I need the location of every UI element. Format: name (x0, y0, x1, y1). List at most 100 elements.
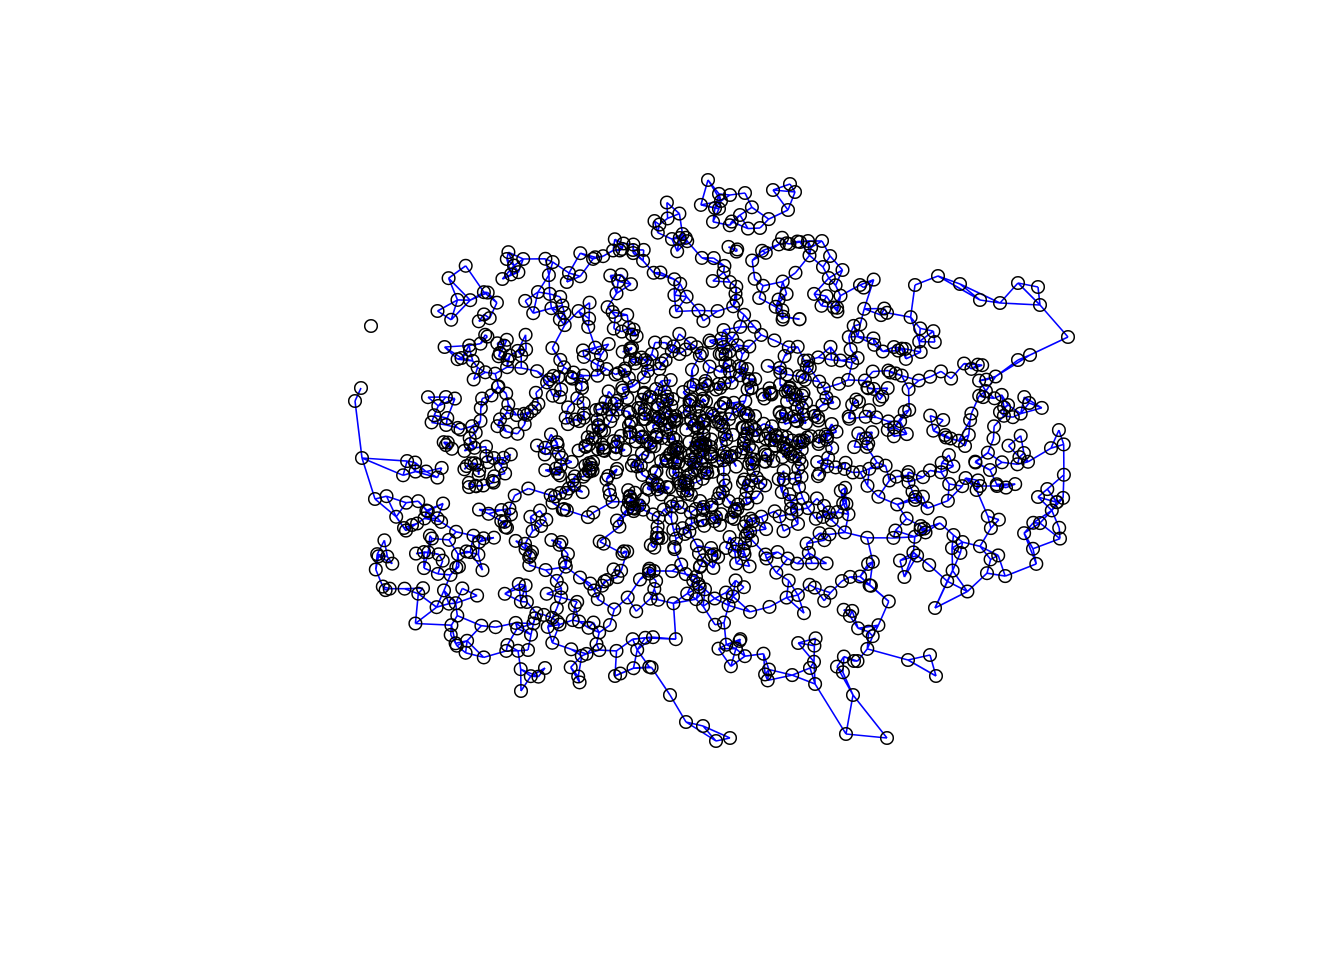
network-edge (579, 576, 595, 592)
network-node (979, 372, 994, 387)
network-node (552, 468, 567, 483)
network-node (721, 598, 736, 613)
network-edge (1012, 412, 1022, 418)
network-node (665, 391, 680, 407)
network-node (478, 365, 493, 380)
network-edge (731, 220, 749, 230)
network-edge (901, 374, 920, 382)
network-node (523, 669, 538, 684)
network-node (819, 556, 834, 571)
network-node (684, 362, 700, 377)
network-node (842, 411, 857, 426)
network-node (578, 439, 593, 454)
network-edge (465, 265, 485, 293)
network-edge (714, 621, 725, 626)
network-node (605, 494, 620, 509)
network-node (830, 304, 845, 319)
network-node (594, 437, 610, 452)
network-node (879, 305, 895, 320)
network-node (821, 505, 836, 520)
network-node (499, 386, 514, 401)
network-node (676, 483, 691, 498)
network-node (897, 569, 912, 585)
network-node (808, 631, 823, 646)
network-edge (520, 668, 539, 678)
network-node (998, 480, 1014, 495)
network-edge (572, 619, 580, 623)
network-edge (821, 240, 831, 257)
network-node (541, 268, 556, 283)
network-node (472, 463, 487, 478)
network-node (573, 269, 588, 284)
network-node (745, 253, 760, 268)
network-node (447, 391, 462, 406)
network-edge (570, 372, 575, 378)
network-edge (543, 614, 553, 619)
network-edge (477, 366, 486, 373)
network-node (711, 186, 727, 201)
network-edge (1027, 447, 1052, 463)
network-node (531, 396, 546, 411)
network-edge (723, 622, 728, 645)
network-node (582, 455, 597, 471)
network-node (756, 646, 771, 661)
network-node (933, 465, 949, 480)
network-edge (857, 624, 879, 630)
network-node (1056, 437, 1071, 452)
network-node (375, 579, 390, 594)
network-edge (732, 595, 751, 613)
network-node (601, 337, 616, 352)
network-node (1056, 467, 1071, 482)
network-node (544, 532, 559, 548)
network-node (942, 476, 957, 492)
network-node (487, 469, 502, 484)
network-edge (657, 231, 673, 240)
network-edge (455, 594, 478, 604)
network-node (790, 339, 805, 354)
network-edge (975, 461, 991, 471)
network-node (717, 427, 732, 442)
network-node (812, 374, 827, 389)
network-node (737, 649, 752, 664)
network-node (491, 379, 506, 394)
network-node (788, 265, 803, 280)
network-node (791, 479, 807, 495)
network-edge (907, 481, 914, 492)
network-node (687, 418, 702, 433)
network-node (640, 363, 655, 378)
network-edge (733, 402, 741, 411)
network-edge (478, 313, 485, 322)
network-edge (941, 454, 950, 464)
network-edge (696, 544, 712, 549)
network-node (843, 342, 858, 357)
network-edge (750, 515, 762, 520)
network-node (545, 495, 560, 510)
network-node (526, 306, 541, 321)
network-edge (691, 355, 701, 371)
network-edge (551, 539, 562, 543)
network-node (972, 292, 988, 308)
network-edge (582, 350, 585, 358)
network-edge (609, 274, 619, 283)
network-edge (471, 420, 481, 427)
network-edge (454, 588, 464, 604)
network-node (707, 591, 722, 606)
network-node (617, 361, 633, 376)
network-node (518, 327, 533, 342)
network-edge (507, 251, 515, 266)
network-edge (627, 579, 641, 598)
network-node (543, 427, 559, 442)
network-node (499, 643, 514, 658)
network-node (488, 366, 503, 381)
network-node (1032, 516, 1048, 531)
network-edge (1007, 435, 1022, 447)
network-node (872, 392, 887, 407)
network-node (429, 600, 444, 615)
network-edge (722, 265, 726, 273)
network-node (370, 547, 385, 562)
network-node (787, 184, 803, 200)
network-node (754, 509, 769, 524)
network-node (399, 495, 414, 510)
network-node (480, 285, 495, 300)
network-node (890, 497, 905, 512)
